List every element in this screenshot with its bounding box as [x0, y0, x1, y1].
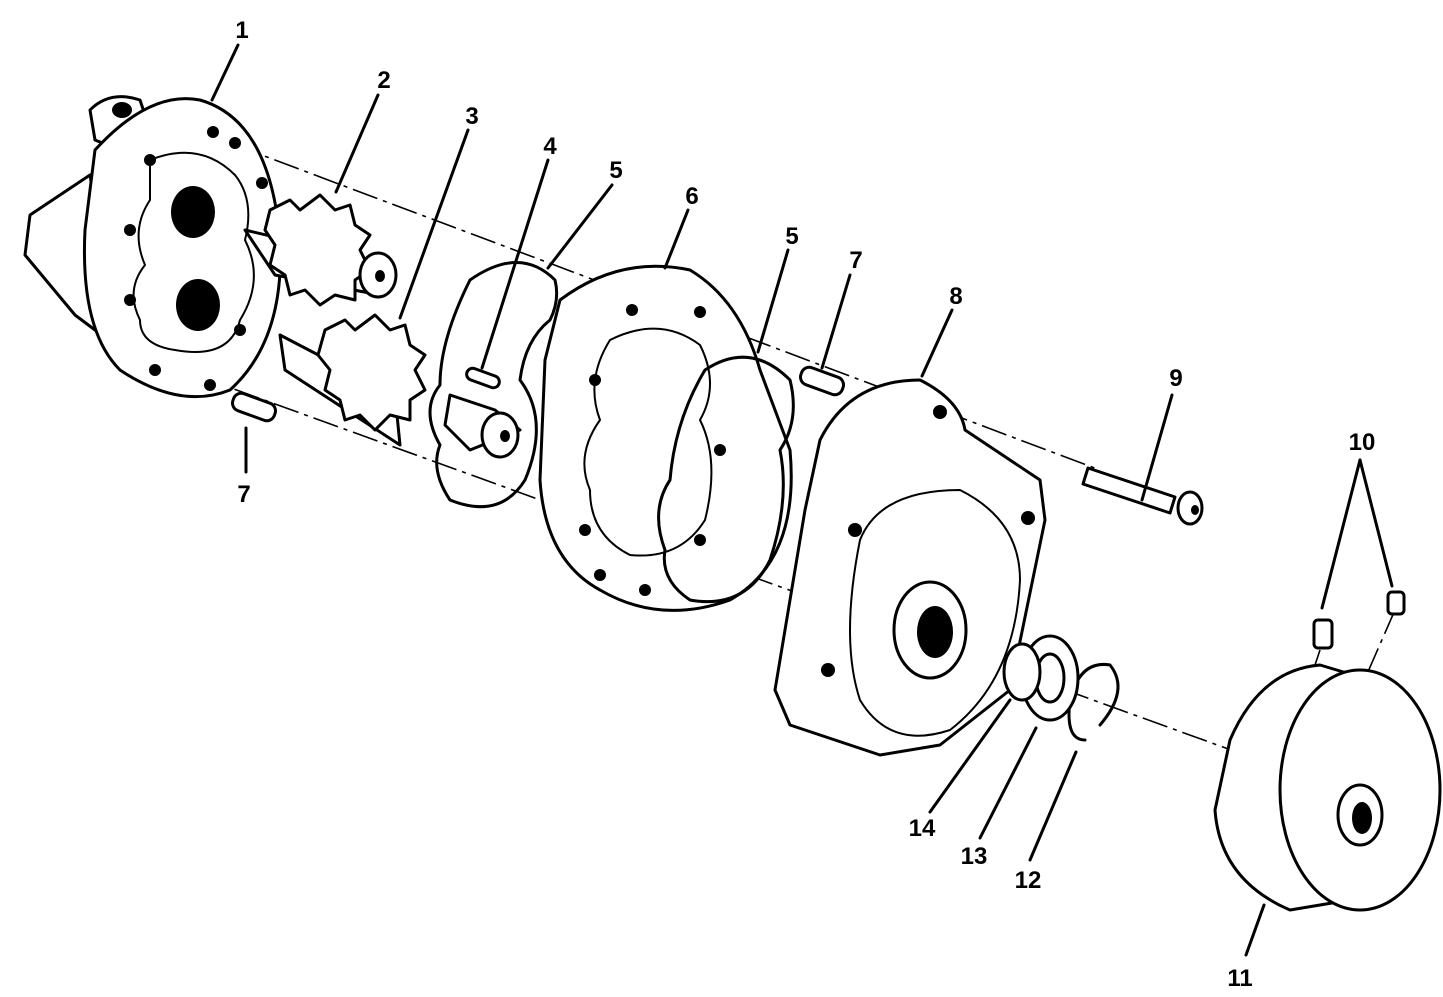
callout-11: 11 — [1227, 965, 1252, 992]
callout-labels: 1 2 3 4 5 6 5 7 8 9 10 7 14 13 12 11 — [235, 17, 1375, 992]
part-pump-body — [23, 95, 282, 399]
part-gasket-left — [428, 261, 559, 509]
callout-7b: 7 — [849, 247, 862, 274]
part-cover-flange — [773, 378, 1047, 757]
callout-2: 2 — [377, 67, 390, 94]
callout-14: 14 — [909, 815, 936, 842]
callout-5b: 5 — [785, 223, 798, 250]
callout-4: 4 — [543, 133, 557, 160]
part-gear-housing — [538, 264, 793, 612]
part-pulley — [1213, 663, 1442, 912]
part-key — [465, 366, 501, 390]
part-drive-gear — [243, 193, 398, 307]
leader-lines — [210, 43, 1394, 957]
callout-3: 3 — [465, 103, 478, 130]
callout-13: 13 — [961, 843, 988, 870]
part-set-screws — [1312, 590, 1406, 650]
callout-10: 10 — [1349, 429, 1376, 456]
part-dowel-pins — [231, 365, 845, 423]
part-gasket-right — [657, 355, 795, 604]
callout-7a: 7 — [237, 481, 250, 508]
callout-12: 12 — [1015, 867, 1042, 894]
part-snap-ring — [1067, 662, 1120, 742]
callout-5a: 5 — [609, 157, 622, 184]
callout-9: 9 — [1169, 365, 1182, 392]
part-washer — [1002, 642, 1042, 702]
part-idler-gear — [278, 313, 522, 459]
callout-8: 8 — [949, 283, 962, 310]
callout-6: 6 — [685, 183, 698, 210]
callout-1: 1 — [235, 17, 248, 44]
